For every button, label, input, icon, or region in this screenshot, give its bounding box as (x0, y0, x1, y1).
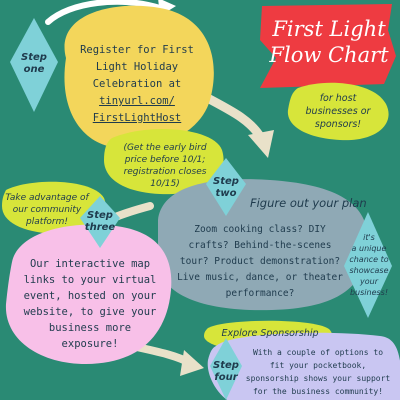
step-label-number: one (23, 64, 45, 75)
step-four-body-line: sponsorship shows your support (245, 374, 391, 383)
side-note-line: business! (349, 288, 389, 297)
step-two-blob (158, 179, 368, 311)
title-line-2: Flow Chart (269, 43, 389, 67)
step-label-word: Step (21, 52, 47, 63)
step-four-blob (207, 332, 400, 400)
step-label-number: three (84, 222, 116, 233)
step-two-body: Zoom cooking class? DIY crafts? Behind-t… (162, 222, 358, 302)
step-two-diamond (206, 158, 246, 216)
title-note-blob (287, 82, 389, 141)
side-note-line: showcase (349, 266, 389, 275)
title-note-line: for host (319, 93, 357, 104)
step-three-body-line: exposure! (61, 338, 119, 350)
step-three-body: Our interactive map links to your virtua… (8, 256, 172, 352)
side-note-line: your (360, 277, 378, 286)
registration-link-line-1[interactable]: tinyurl.com/ (99, 95, 175, 107)
step-one-note: (Get the early bird price before 10/1; r… (110, 142, 220, 190)
step-label-word: Step (213, 176, 239, 187)
step-one-note-line: price before 10/1; (124, 155, 206, 165)
title-note-line: sponsors! (314, 119, 362, 130)
step-two-label: Step two (208, 176, 244, 200)
step-three-blob (5, 224, 172, 364)
step-three-heading-line: Take advantage of (5, 193, 89, 203)
step-four-body-line: fit your pocketbook, (269, 361, 367, 370)
step-four-body-line: for the business community! (252, 387, 384, 396)
step-one-body: Register for First Light Holiday Celebra… (62, 42, 212, 127)
step-three-heading-blob (2, 181, 106, 235)
side-note-line: chance to (349, 255, 389, 264)
step-two-side-note: it's a unique chance to showcase your bu… (346, 232, 392, 298)
title-note: for host businesses or sponsors! (292, 92, 384, 131)
step-one-diamond (10, 18, 58, 112)
step-one-body-line: Light Holiday (95, 61, 179, 73)
step-two-body-line: tour? Product demonstration? (179, 256, 341, 267)
step-four-body-line: With a couple of options to (252, 348, 384, 357)
step-four-heading: Explore Sponsorship (221, 328, 319, 339)
step-two-heading: Figure out your plan (250, 196, 367, 210)
step-two-side-diamond (344, 212, 392, 318)
side-note-line: it's (363, 233, 375, 242)
arrow-step3-to-step4-head (180, 350, 204, 376)
side-note-line: a unique (351, 244, 387, 253)
step-three-body-line: links to your virtual (23, 274, 157, 286)
step-four-diamond (210, 338, 242, 400)
step-three-body-line: Our interactive map (29, 258, 151, 270)
step-one-label: Step one (14, 52, 54, 76)
step-one-note-blob (104, 128, 224, 195)
step-three-body-line: business more (48, 322, 132, 334)
step-label-word: Step (87, 210, 113, 221)
step-three-heading-line: platform! (25, 217, 68, 227)
registration-link-line-2[interactable]: FirstLightHost (92, 112, 182, 124)
step-label-number: two (215, 188, 237, 199)
step-three-body-line: event, hosted on your (23, 290, 157, 302)
arrow-top-curve (45, 0, 163, 25)
step-three-heading-line: our community (12, 205, 82, 215)
step-one-note-line: (Get the early bird (123, 143, 207, 153)
step-four-label: Step four (208, 360, 244, 384)
step-three-heading: Take advantage of our community platform… (4, 192, 90, 228)
step-two-body-line: Live music, dance, or theater (177, 272, 343, 283)
step-one-body-line: Register for First (80, 44, 194, 56)
step-label-word: Step (213, 360, 239, 371)
step-one-blob (64, 5, 214, 149)
step-two-body-line: Zoom cooking class? DIY (194, 224, 326, 235)
step-three-diamond (80, 196, 120, 248)
step-one-note-line: registration closes (123, 167, 207, 177)
step-two-body-line: crafts? Behind-the-scenes (188, 240, 332, 251)
step-three-label: Step three (80, 210, 120, 234)
title-line-1: First Light (272, 17, 386, 41)
step-four-body: With a couple of options to fit your poc… (238, 346, 398, 398)
step-one-body-line: Celebration at (92, 78, 182, 90)
step-three-body-line: website, to give your (23, 306, 157, 318)
title-note-line: businesses or (305, 106, 371, 117)
arrow-step1-to-step2-head (248, 130, 274, 158)
title-ribbon (260, 4, 396, 88)
step-one-note-line: 10/15) (150, 179, 180, 189)
step-label-number: four (214, 372, 238, 383)
step-two-body-line: performance? (225, 288, 295, 299)
